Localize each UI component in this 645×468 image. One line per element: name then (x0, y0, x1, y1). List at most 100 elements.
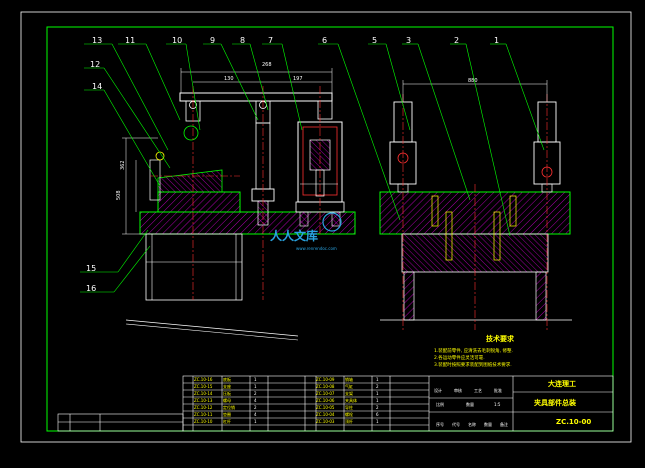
balloon-14: 14 (92, 82, 102, 91)
bom-qty: 4 (254, 412, 257, 417)
balloon-10: 10 (172, 36, 182, 45)
sign-approve: 批准 (494, 387, 502, 393)
balloon-13: 13 (92, 36, 102, 45)
tech-title: 技术要求 (486, 334, 515, 343)
balloon-9: 9 (210, 36, 215, 45)
bom-code: ZC.10-09 (316, 377, 335, 382)
school-name: 大连理工 (548, 379, 576, 388)
side-balloons: 6 5 3 2 1 (322, 36, 499, 45)
watermark: 人人文库 www.renrendoc.com (270, 212, 342, 251)
sign-design: 设计 (434, 387, 442, 393)
bom-name: 销轴 (345, 376, 353, 382)
bom-qty: 1 (376, 377, 379, 382)
balloon-16: 16 (86, 284, 96, 293)
bom-qty: 1 (254, 419, 257, 424)
bom-code: ZC.10-07 (316, 391, 335, 396)
front-balloons: 13 11 10 9 8 7 12 14 15 16 (86, 36, 273, 293)
bom-name: 螺栓 (345, 411, 353, 417)
bom-qty: 1 (376, 419, 379, 424)
outer-border (20, 11, 632, 443)
bom-qty: 2 (254, 405, 257, 410)
bom-code: ZC.10-16 (194, 377, 213, 382)
balloon-8: 8 (240, 36, 245, 45)
dim-880: 880 (468, 78, 478, 84)
bom-name: 导柱 (345, 404, 353, 410)
bom-name: 压板 (223, 390, 231, 396)
bom-header-note: 备注 (500, 421, 508, 427)
bom-code: ZC.10-04 (316, 412, 335, 417)
bom-code: ZC.10-15 (194, 384, 213, 389)
tech-requirements: 技术要求 1.装配前零件, 应清洗去毛刺锐角, 修整. 2.各运动零件应灵活可靠… (434, 334, 515, 368)
balloon-2: 2 (454, 36, 459, 45)
bom-code: ZC.10-08 (316, 384, 335, 389)
balloon-6: 6 (322, 36, 327, 45)
bom-qty: 6 (376, 412, 379, 417)
bom-qty: 1 (376, 391, 379, 396)
bom-code: ZC.10-14 (194, 391, 213, 396)
bom-name: 夹具体 (345, 397, 357, 403)
balloon-15: 15 (86, 264, 96, 273)
bom-qty: 2 (376, 405, 379, 410)
balloon-12: 12 (90, 60, 100, 69)
lever-arm (179, 92, 333, 102)
front-dimensions (122, 68, 338, 235)
title-block (182, 375, 614, 432)
upper-block (157, 191, 241, 213)
bom-qty: 2 (376, 384, 379, 389)
bom-name: 支座 (223, 383, 231, 389)
bom-qty: 4 (254, 398, 257, 403)
side-view (379, 94, 572, 330)
bom-code: ZC.10-12 (194, 405, 213, 410)
ground-line (125, 319, 299, 337)
dim-508: 508 (116, 190, 122, 200)
dim-197: 197 (293, 76, 303, 82)
svg-text:www.renrendoc.com: www.renrendoc.com (296, 246, 337, 251)
dim-268: 268 (262, 62, 272, 68)
bom-qty: 1 (376, 398, 379, 403)
bom-code: ZC.10-06 (316, 398, 335, 403)
bom-header-qty: 数量 (484, 421, 492, 427)
qty-header: 数量 (466, 401, 474, 407)
bom-qty: 1 (254, 384, 257, 389)
bom-qty: 2 (254, 391, 257, 396)
bom-code: ZC.10-03 (316, 419, 335, 424)
bom-code: ZC.10-05 (316, 405, 335, 410)
change-block (57, 413, 184, 432)
bom-code: ZC.10-10 (194, 419, 213, 424)
tech-line-2: 2.各运动零件应灵活可靠. (434, 354, 485, 361)
wedge-clamp (157, 169, 223, 193)
side-leaders (318, 43, 545, 237)
bom-header-name: 名称 (468, 421, 476, 427)
front-leaders (80, 43, 303, 293)
balloon-11: 11 (125, 36, 135, 45)
sign-review: 审核 (454, 387, 462, 393)
bom-name: 螺母 (223, 397, 231, 403)
sign-process: 工艺 (474, 388, 482, 393)
bom-qty: 1 (254, 377, 257, 382)
tech-line-3: 3.装配时按照要求装配到图纸技术要求. (434, 361, 512, 368)
balloon-7: 7 (268, 36, 273, 45)
bom-name: 底板 (223, 376, 231, 382)
drawing-name: 夹具部件总装 (534, 398, 576, 407)
bom-header-code: 代号 (452, 421, 460, 427)
front-view (125, 86, 356, 341)
dim-362: 362 (120, 160, 126, 170)
drawing-number: ZC.10-00 (556, 418, 591, 426)
scale-value: 1:5 (494, 402, 501, 407)
balloon-3: 3 (406, 36, 411, 45)
dim-130: 130 (224, 76, 234, 82)
bom-name: 杠杆 (223, 418, 231, 424)
svg-text:人人文库: 人人文库 (270, 228, 318, 243)
bom-name: 垫圈 (223, 411, 231, 417)
bom-code: ZC.10-13 (194, 398, 213, 403)
bom-name: 支架 (345, 390, 353, 396)
bom-name: 顶杆 (345, 418, 353, 424)
tech-line-1: 1.装配前零件, 应清洗去毛刺锐角, 修整. (434, 347, 513, 354)
balloon-5: 5 (372, 36, 377, 45)
balloon-1: 1 (494, 36, 499, 45)
scale-header: 比例 (436, 401, 444, 407)
bom-code: ZC.10-11 (194, 412, 213, 417)
